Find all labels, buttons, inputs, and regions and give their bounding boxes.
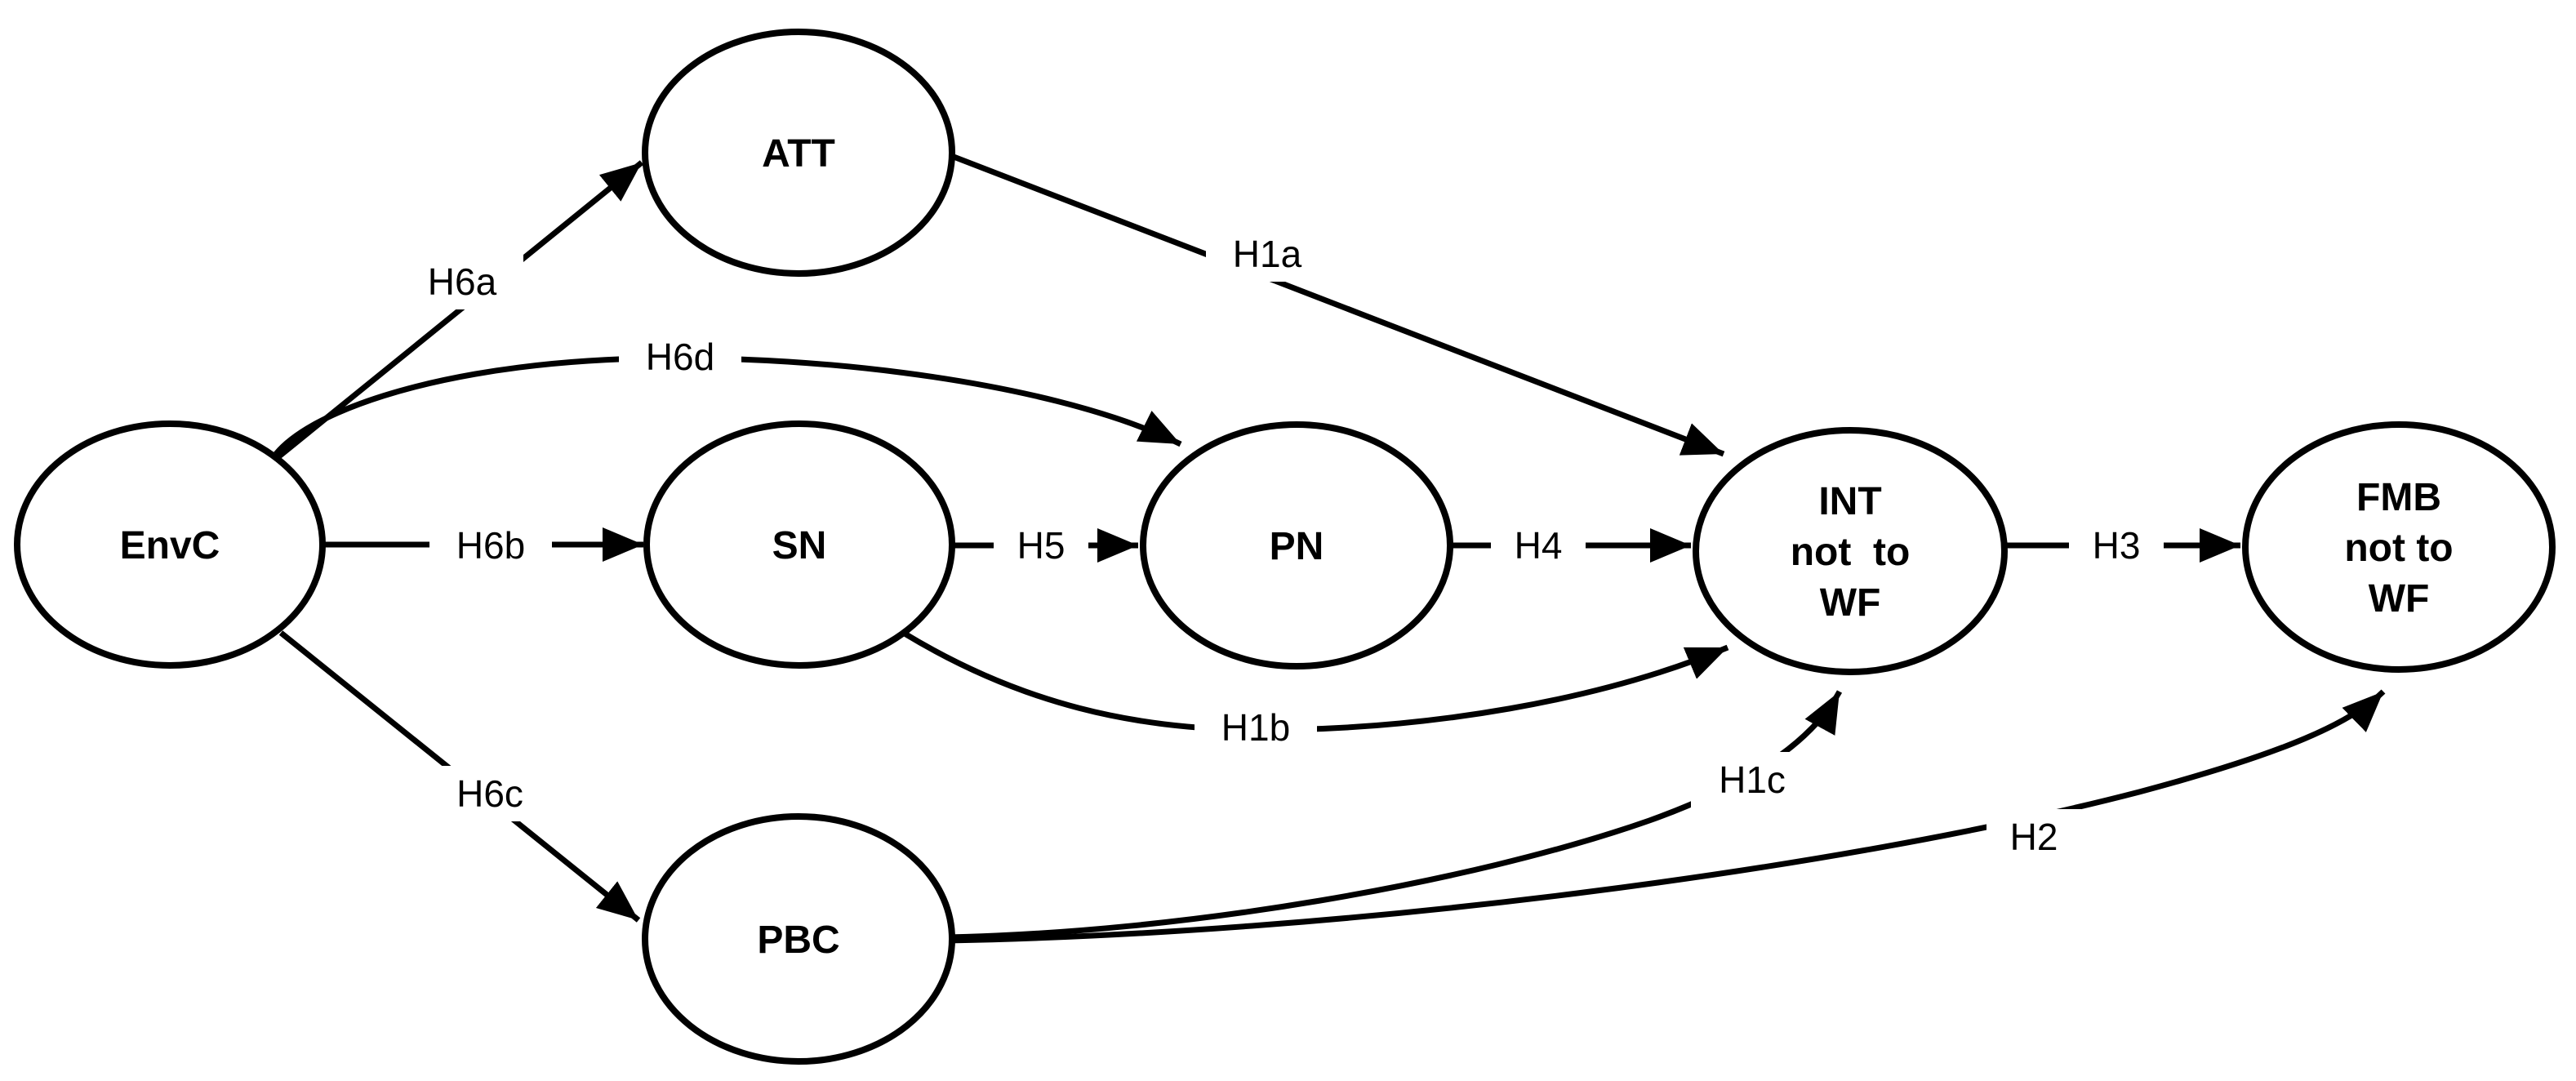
- edge-h6a-label: H6a: [428, 260, 497, 303]
- edge-h6c-labelgroup: H6c: [429, 766, 551, 821]
- node-sn: SN: [643, 420, 955, 669]
- edge-h2-arrow: [946, 689, 2386, 944]
- edge-h2-label: H2: [2010, 816, 2058, 858]
- node-att: ATT: [642, 29, 955, 277]
- node-fmb-label-line2: not to: [2344, 527, 2453, 570]
- node-pbc: PBC: [642, 813, 955, 1065]
- edge-h1c-arrow: [946, 690, 1843, 941]
- edge-h5-labelgroup: H5: [994, 518, 1088, 573]
- edge-h2-labelgroup: H2: [1987, 809, 2081, 865]
- edge-h2: [946, 689, 2386, 944]
- edge-h6c-label: H6c: [456, 772, 523, 815]
- edge-h2-label-bg: [1987, 809, 2081, 865]
- node-fmb-label: FMB not to WF: [2344, 476, 2453, 621]
- edge-h6d-label-bg: [619, 329, 741, 385]
- node-envc: EnvC: [14, 420, 326, 669]
- node-sn-ellipse: [643, 420, 955, 669]
- edge-h6b-label: H6b: [456, 524, 525, 567]
- node-pn-label: PN: [1270, 525, 1324, 568]
- node-int-label-line3: WF: [1820, 581, 1881, 625]
- node-int-label-line2: not to: [1791, 531, 1911, 574]
- edge-h1a-labelgroup: H1a: [1206, 226, 1328, 282]
- edge-h6b-label-bg: [429, 518, 552, 573]
- edge-h6c-label-bg: [429, 766, 551, 821]
- edge-h6d-labelgroup: H6d: [619, 329, 741, 385]
- node-envc-label: EnvC: [120, 524, 220, 567]
- edge-h1a-label: H1a: [1233, 233, 1302, 275]
- edge-h1c-label-bg: [1691, 752, 1813, 807]
- edge-h4-labelgroup: H4: [1491, 518, 1586, 573]
- edge-h1b-label: H1b: [1221, 706, 1290, 749]
- edge-h6d-label: H6d: [646, 336, 714, 378]
- node-int-label-line1: INT: [1818, 480, 1881, 523]
- node-fmb-ellipse: [2242, 421, 2556, 673]
- edge-h3-label: H3: [2093, 524, 2141, 567]
- node-sn-label: SN: [772, 524, 827, 567]
- edge-h1c-label: H1c: [1719, 758, 1786, 801]
- node-fmb-label-line3: WF: [2369, 577, 2430, 621]
- edge-h1b-labelgroup: H1b: [1195, 700, 1317, 755]
- node-att-label: ATT: [762, 132, 835, 176]
- edge-h4-label-bg: [1491, 518, 1586, 573]
- node-pbc-ellipse: [642, 813, 955, 1065]
- edge-h3-label-bg: [2069, 518, 2164, 573]
- edge-h1c-labelgroup: H1c: [1691, 752, 1813, 807]
- edge-h6b-labelgroup: H6b: [429, 518, 552, 573]
- edge-h4-label: H4: [1515, 524, 1563, 567]
- node-pn-ellipse: [1140, 421, 1453, 670]
- node-att-ellipse: [642, 29, 955, 277]
- node-fmb: FMB not to WF: [2242, 421, 2556, 673]
- node-pbc-label: PBC: [757, 919, 839, 962]
- edge-h1a: [952, 153, 1725, 457]
- node-envc-ellipse: [14, 420, 326, 669]
- edge-h1a-arrow: [952, 153, 1725, 457]
- node-fmb-label-line1: FMB: [2356, 476, 2441, 519]
- node-pn: PN: [1140, 421, 1453, 670]
- edge-h6a: [274, 160, 644, 461]
- edge-h6a-label-bg: [401, 254, 523, 309]
- edge-h1b-label-bg: [1195, 700, 1317, 755]
- edge-h5-label-bg: [994, 518, 1088, 573]
- edge-h3-labelgroup: H3: [2069, 518, 2164, 573]
- node-int-ellipse: [1693, 427, 2008, 675]
- node-int: INT not to WF: [1693, 427, 2008, 675]
- edge-h6a-arrow: [274, 160, 644, 461]
- edge-h5-label: H5: [1017, 524, 1066, 567]
- edge-h6a-labelgroup: H6a: [401, 254, 523, 309]
- edge-h1c: [946, 690, 1843, 941]
- edge-h1a-label-bg: [1206, 226, 1328, 282]
- node-int-label: INT not to WF: [1791, 480, 1911, 625]
